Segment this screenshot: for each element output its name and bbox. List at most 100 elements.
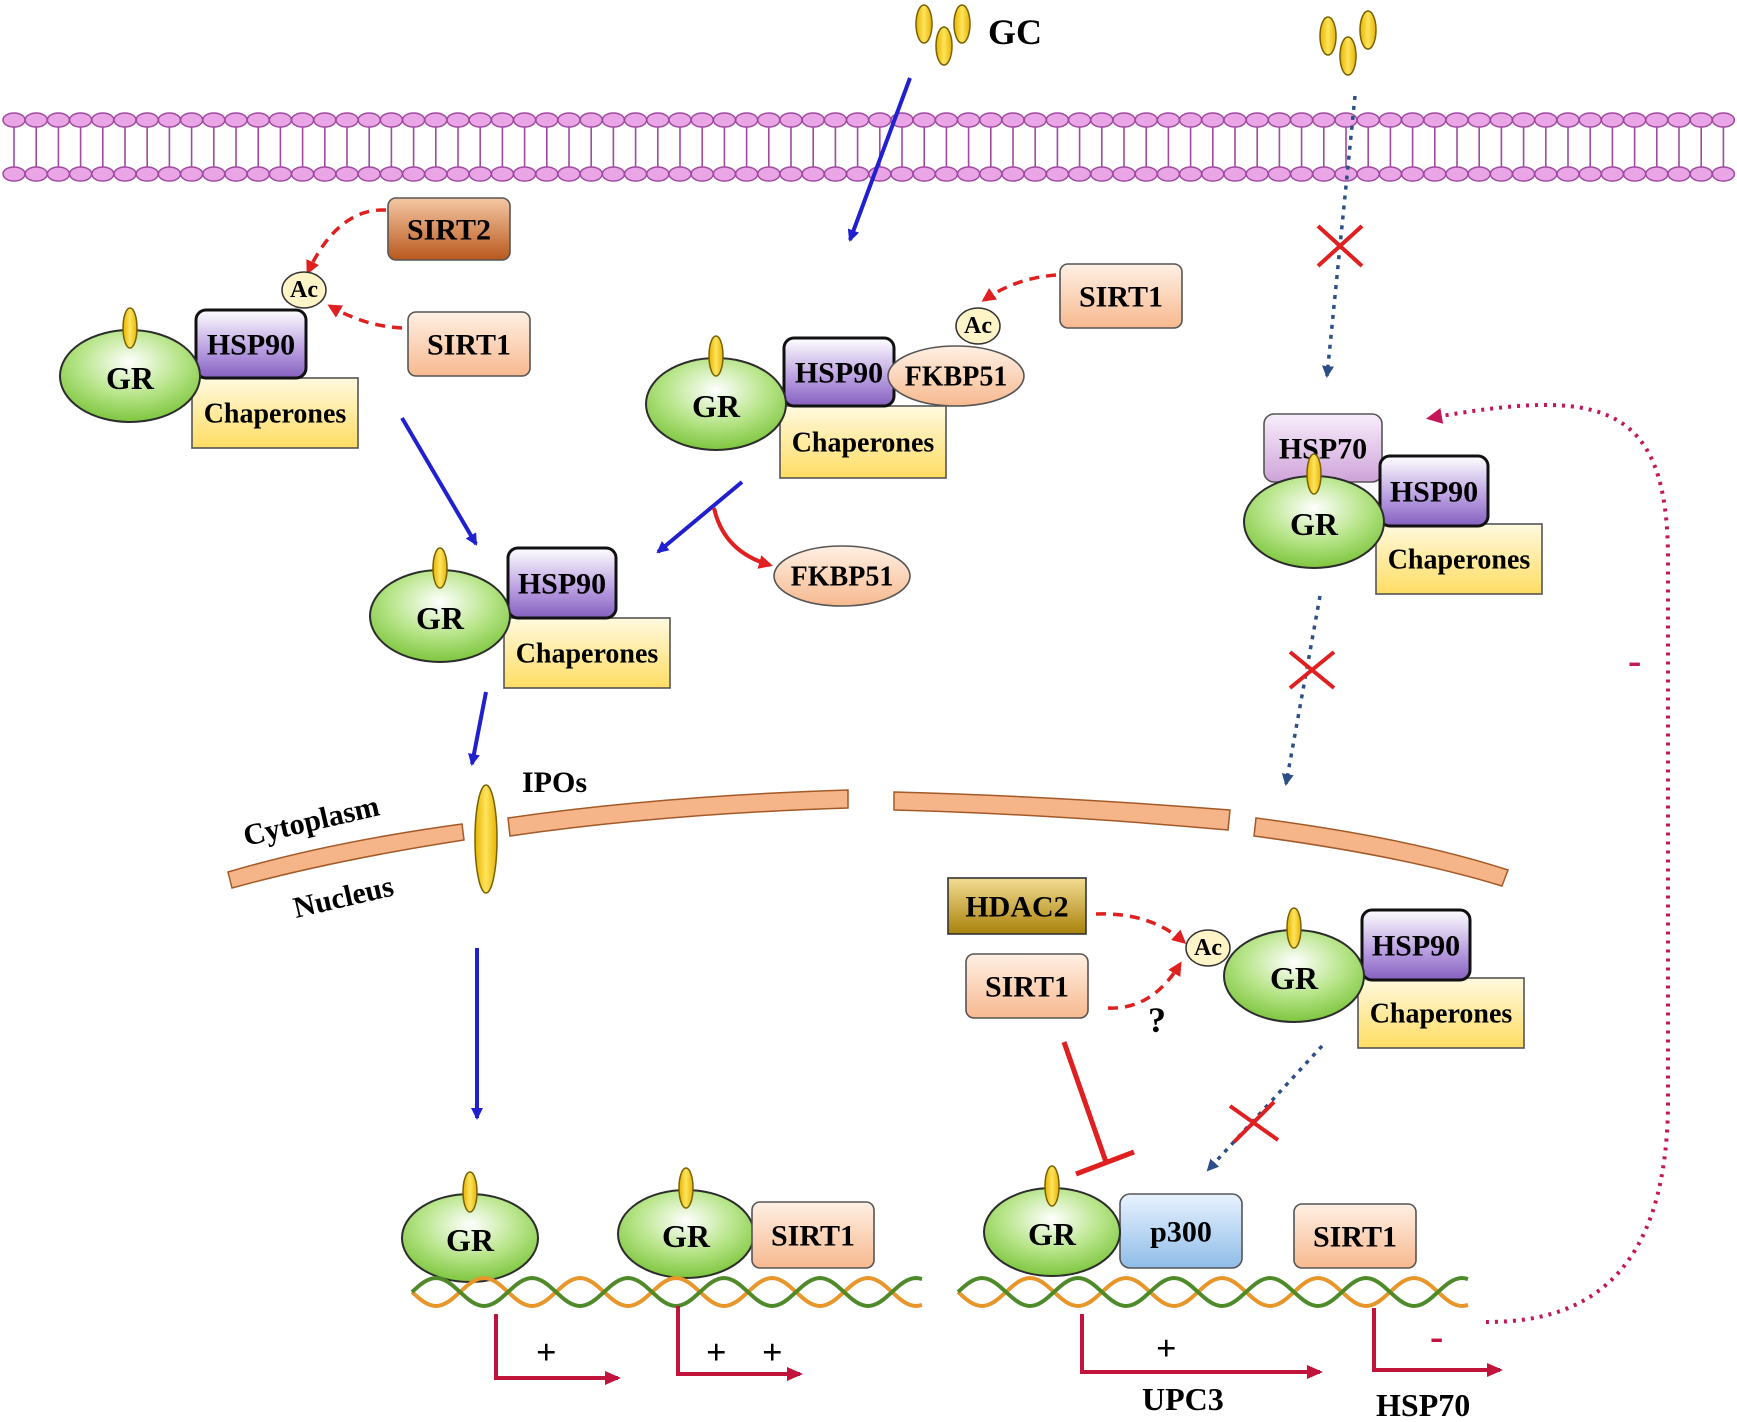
ac-label: Ac (1194, 935, 1222, 961)
hsp90-box: HSP90 (506, 546, 618, 620)
gr-label: GR (662, 1218, 711, 1254)
acetyl-group: Ac (281, 271, 327, 309)
plus-mark-upc3: + (1156, 1328, 1177, 1368)
gr-label: GR (1290, 506, 1339, 542)
sirt1-box-nucleus-label: SIRT1 (985, 971, 1069, 1004)
bound-gc-ligand (678, 1167, 694, 1209)
bound-gc-ligand (708, 335, 724, 377)
sirt1-to-ac-arrow-left (327, 304, 403, 330)
gr-on-dna-with-p300: GR (983, 1165, 1121, 1277)
ac-label: Ac (290, 277, 318, 303)
gc-entry-arrow (847, 77, 912, 242)
hsp70-box: HSP70 (1263, 413, 1383, 483)
block-cross-marks (1228, 224, 1364, 1144)
cross-mark-3 (1228, 1100, 1280, 1144)
cross-mark-2 (1288, 650, 1336, 690)
envelope-segment-1 (227, 823, 465, 889)
blocked-translocation-path (1206, 95, 1357, 1172)
sirt1-box-cytoplasm-center: SIRT1 (1059, 263, 1183, 329)
gr-receptor: GR (1223, 907, 1365, 1023)
gene-arrow-upc3 (1080, 1314, 1323, 1379)
gr-on-dna: GR (401, 1171, 539, 1283)
sirt1-box-dna-right-label: SIRT1 (1313, 1221, 1397, 1254)
deacetylation-arrows (306, 208, 1187, 1010)
sirt2-box-label: SIRT2 (407, 214, 491, 247)
gr-label: GR (1028, 1216, 1077, 1252)
bound-gc-ligand (1044, 1165, 1060, 1207)
bound-gc-ligand (462, 1171, 478, 1213)
gr-receptor: GR (59, 307, 201, 423)
acetyl-group: Ac (955, 307, 1001, 345)
sirt1-box-cytoplasm-center-label: SIRT1 (1079, 281, 1163, 314)
chaperones-box-label: Chaperones (516, 639, 659, 670)
hdac2-box-label: HDAC2 (965, 891, 1068, 924)
gene-label-hsp70: HSP70 (1376, 1387, 1470, 1417)
cell-membrane (2, 112, 1736, 182)
feedback-minus-sign: - (1628, 638, 1641, 683)
chaperones-box: Chaperones (779, 405, 947, 479)
ac-label: Ac (964, 313, 992, 339)
acetyl-group: Ac (1185, 929, 1231, 967)
p300-box: p300 (1119, 1193, 1243, 1269)
chaperones-box: Chaperones (1375, 523, 1543, 595)
p300-box-label: p300 (1150, 1216, 1212, 1249)
hsp90-box: HSP90 (1360, 908, 1472, 982)
gc-ligand-group-right (1319, 10, 1377, 76)
gr-label: GR (416, 600, 465, 636)
dna-helix-left (410, 1275, 923, 1309)
gr-label: GR (692, 388, 741, 424)
plus-mark-1: + (536, 1332, 557, 1372)
gr-receptor: GR (1243, 453, 1385, 569)
fkbp51-release-arrow (712, 507, 773, 569)
center-complex-arrow (656, 480, 744, 554)
inhibition-bar (1061, 1041, 1135, 1177)
question-mark: ? (1148, 1000, 1166, 1040)
gr-label: GR (446, 1222, 495, 1258)
gene-arrow-gr (494, 1314, 621, 1385)
sirt1-box-nucleus: SIRT1 (965, 953, 1089, 1019)
gene-label-upc3: UPC3 (1142, 1381, 1224, 1417)
left-complex-arrow (400, 416, 478, 546)
activation-arrows (400, 77, 912, 1120)
bound-gc-ligand (1286, 907, 1302, 949)
hsp90-box: HSP90 (782, 336, 896, 408)
envelope-segment-3 (893, 791, 1231, 831)
sirt1-box-dna-left-label: SIRT1 (771, 1220, 855, 1253)
dotted-arrow-2 (1281, 595, 1322, 786)
chaperones-box-label: Chaperones (792, 428, 935, 459)
dna-strands (410, 1275, 1469, 1309)
gr-receptor: GR (645, 335, 787, 451)
bound-gc-ligand (1306, 453, 1322, 495)
gr-label: GR (106, 360, 155, 396)
dotted-arrow-1 (1322, 95, 1357, 378)
chaperones-box-label: Chaperones (204, 399, 347, 430)
hdac2-box: HDAC2 (947, 877, 1087, 935)
gr-receptor: GR (369, 547, 511, 663)
hsp90-box: HSP90 (194, 308, 308, 380)
hsp90-box: HSP90 (1378, 454, 1490, 528)
cross-mark-1 (1316, 224, 1364, 268)
dotted-arrow-3 (1206, 1044, 1324, 1172)
chaperones-box: Chaperones (503, 617, 671, 689)
fkbp51-released: FKBP51 (773, 545, 911, 607)
bound-gc-ligand (122, 307, 138, 349)
gene-arrow-gr-sirt1 (676, 1306, 803, 1381)
plus-mark-2: + (706, 1332, 727, 1372)
chaperones-box: Chaperones (191, 377, 359, 449)
hdac2-to-ac-arrow (1095, 912, 1187, 944)
gr-on-dna-with-sirt1: GR (617, 1167, 755, 1279)
nuclear-pore-ipo (474, 784, 498, 894)
nucleus-label: Nucleus (290, 870, 397, 925)
ipos-label: IPOs (522, 766, 587, 799)
envelope-segment-4 (1253, 817, 1509, 887)
hsp90-box-label: HSP90 (795, 357, 883, 390)
chaperones-box: Chaperones (1357, 977, 1525, 1049)
hsp90-box-label: HSP90 (1390, 476, 1478, 509)
